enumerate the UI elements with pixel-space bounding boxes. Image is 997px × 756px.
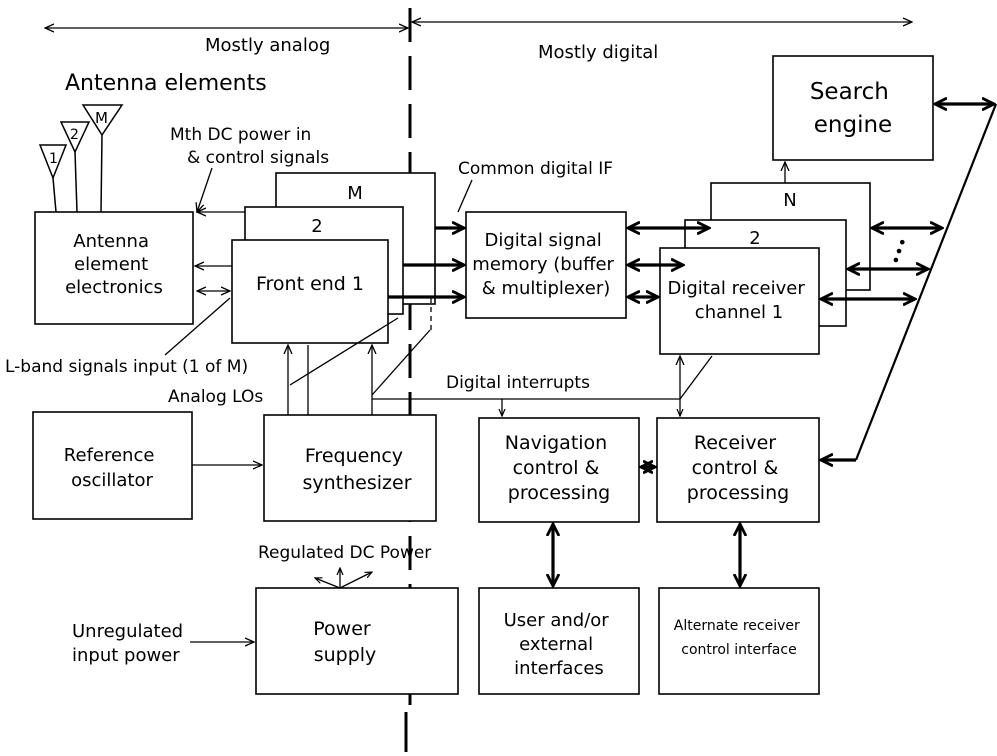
search-bus-line: [854, 103, 997, 461]
channel-ellipsis: •••: [886, 235, 914, 268]
mostly-analog-label: Mostly analog: [205, 35, 330, 56]
receiver-control-box: [656, 417, 820, 523]
rx-channel-n-label: N: [783, 190, 796, 211]
antenna-electronics-label: Antenna element electronics: [65, 231, 163, 298]
antenna-m-icon: M: [81, 104, 124, 213]
antenna-2-icon: 2: [59, 121, 91, 213]
mth-dc-power-label: Mth DC power in & control signals: [170, 125, 329, 168]
signal-memory-box: [465, 211, 627, 319]
front-end-1-box: [231, 239, 389, 344]
common-if-pointer: [457, 179, 473, 213]
regulated-dc-label: Regulated DC Power: [258, 543, 431, 563]
digital-interrupts-label: Digital interrupts: [446, 373, 590, 393]
svg-text:1: 1: [49, 151, 58, 167]
lo-fe2-diag: [289, 317, 399, 386]
antenna-electronics-box: [34, 211, 194, 325]
svg-text:M: M: [95, 109, 108, 127]
rx-channel-1-label: Digital receiver channel 1: [667, 278, 810, 323]
common-digital-if-label: Common digital IF: [458, 159, 613, 179]
frequency-synthesizer-box: [263, 414, 437, 522]
power-supply-label: Power supply: [313, 618, 377, 666]
rx-channel-1-box: [659, 247, 820, 355]
svg-text:2: 2: [70, 127, 79, 143]
user-interfaces-label: User and/or external interfaces: [504, 610, 615, 679]
antenna-1-icon: 1: [38, 144, 68, 213]
navigation-control-box: [478, 417, 640, 523]
lband-input-label: L-band signals input (1 of M): [5, 357, 248, 377]
front-end-m-label: M: [347, 183, 363, 204]
antenna-elements-title: Antenna elements: [65, 71, 267, 96]
interrupt-bus-diag: [679, 355, 713, 400]
search-engine-box: [772, 55, 934, 161]
mth-dc-pointer: [197, 167, 213, 212]
analog-los-label: Analog LOs: [168, 387, 263, 407]
front-end-2-label: 2: [311, 216, 322, 237]
front-end-1-label: Front end 1: [256, 273, 364, 295]
user-interfaces-box: [478, 587, 640, 695]
search-engine-label: Search engine: [810, 79, 896, 138]
alternate-interface-label: Alternate receiver control interface: [674, 618, 804, 658]
frequency-synthesizer-label: Frequency synthesizer: [302, 445, 411, 494]
mostly-digital-label: Mostly digital: [538, 42, 658, 63]
receiver-control-label: Receiver control & processing: [687, 432, 789, 504]
lband-pointer: [164, 297, 231, 356]
navigation-control-label: Navigation control & processing: [505, 432, 614, 504]
power-supply-box: [255, 587, 459, 695]
reference-oscillator-label: Reference oscillator: [64, 445, 160, 491]
signal-memory-label: Digital signal memory (buffer & multiple…: [472, 230, 619, 299]
unregulated-power-label: Unregulated input power: [72, 621, 189, 666]
rx-channel-2-label: 2: [749, 228, 760, 249]
lo-fem-diag: [371, 329, 431, 396]
regulated-dc-arrows: [315, 568, 372, 589]
alternate-interface-box: [658, 587, 820, 695]
